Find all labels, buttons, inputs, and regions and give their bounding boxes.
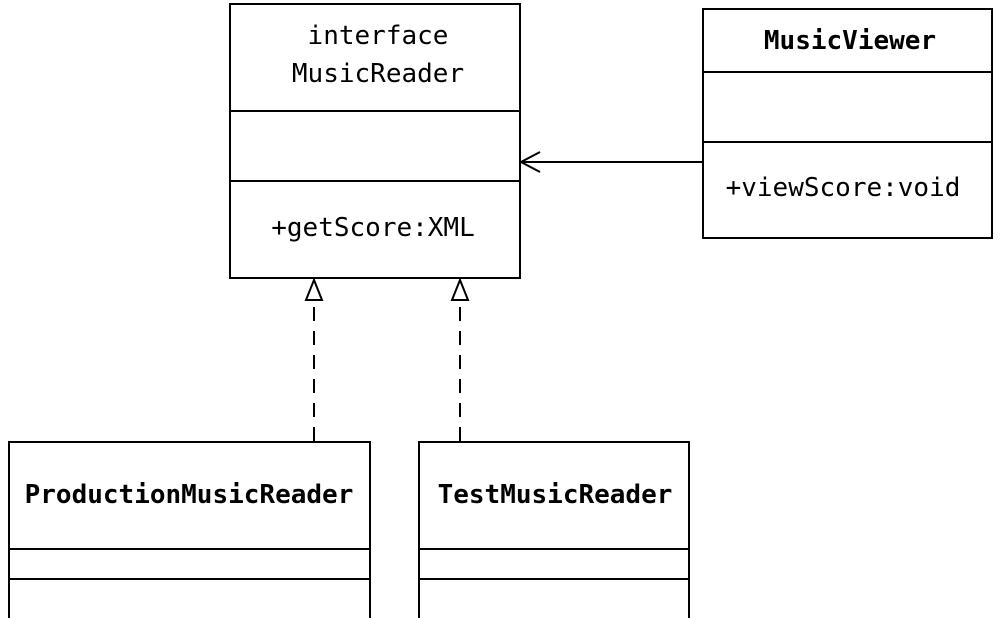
class-production-music-reader[interactable]: ProductionMusicReader [8,441,371,618]
open-arrowhead-icon [518,151,541,173]
class-box [229,3,521,279]
class-name: MusicReader [292,59,464,89]
class-operation: +getScore:XML [271,213,475,243]
class-music-viewer[interactable]: MusicViewer +viewScore:void [702,8,993,239]
class-music-reader[interactable]: interface MusicReader +getScore:XML [229,3,521,279]
class-box [702,8,993,239]
hollow-triangle-icon [304,277,324,301]
class-name: MusicViewer [764,26,936,56]
class-operation: +viewScore:void [726,173,961,203]
class-stereotype: interface [308,21,449,51]
class-box [418,441,690,618]
class-name: ProductionMusicReader [25,480,354,510]
class-box [8,441,371,618]
association-arrow [518,151,703,173]
class-test-music-reader[interactable]: TestMusicReader [418,441,690,618]
hollow-triangle-icon [450,277,470,301]
realization-arrow-production [304,277,324,441]
class-name: TestMusicReader [438,480,673,510]
realization-arrow-test [450,277,470,441]
